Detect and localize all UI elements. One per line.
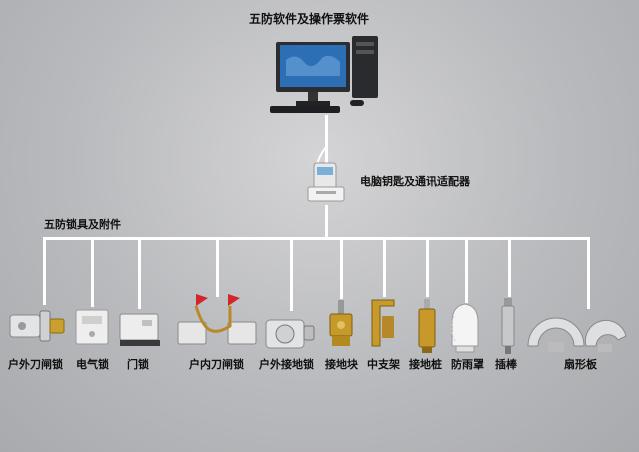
middle-bracket-icon (371, 299, 395, 347)
adapter-label: 电脑钥匙及通讯适配器 (360, 175, 470, 188)
connector-line-top (325, 115, 328, 185)
sector-plate-icon (527, 317, 627, 352)
grounding-post-icon (418, 299, 436, 353)
drop-line-4 (216, 237, 219, 297)
drop-line-1 (43, 237, 46, 305)
indoor-knife-switch-lock-icon (177, 294, 257, 345)
device-label-5: 户外接地锁 (259, 358, 314, 371)
device-label-8: 接地桩 (409, 358, 442, 371)
outdoor-knife-switch-lock-icon (9, 310, 65, 342)
drop-line-9 (465, 237, 468, 303)
drop-line-10 (508, 237, 511, 297)
connector-line-middle (325, 205, 328, 238)
drop-line-2 (91, 237, 94, 307)
rain-cover-icon (450, 303, 479, 353)
device-label-6: 接地块 (325, 358, 358, 371)
drop-line-6 (340, 237, 343, 299)
device-label-4: 户内刀闸锁 (189, 358, 244, 371)
device-label-10: 插棒 (495, 358, 517, 371)
device-label-1: 户外刀闸锁 (8, 358, 63, 371)
plug-rod-icon (501, 298, 515, 354)
device-label-9: 防雨罩 (451, 358, 484, 371)
drop-line-5 (290, 237, 293, 311)
grounding-block-icon (329, 300, 353, 346)
drop-line-7 (383, 237, 386, 297)
device-label-3: 门锁 (127, 358, 149, 371)
device-label-2: 电气锁 (76, 358, 109, 371)
outdoor-grounding-lock-icon (265, 319, 315, 349)
computer-icon (270, 36, 378, 113)
software-title: 五防软件及操作票软件 (249, 12, 370, 26)
drop-line-8 (426, 237, 429, 297)
horizontal-bus-line (43, 237, 589, 240)
electric-lock-icon (75, 309, 109, 345)
computer-key-adapter-icon (307, 146, 345, 202)
drop-line-3 (138, 237, 141, 309)
door-lock-icon (119, 313, 160, 346)
device-label-7: 中支架 (367, 358, 400, 371)
accessories-label: 五防锁具及附件 (44, 218, 121, 231)
device-label-11: 扇形板 (564, 358, 597, 371)
drop-line-11 (587, 237, 590, 309)
